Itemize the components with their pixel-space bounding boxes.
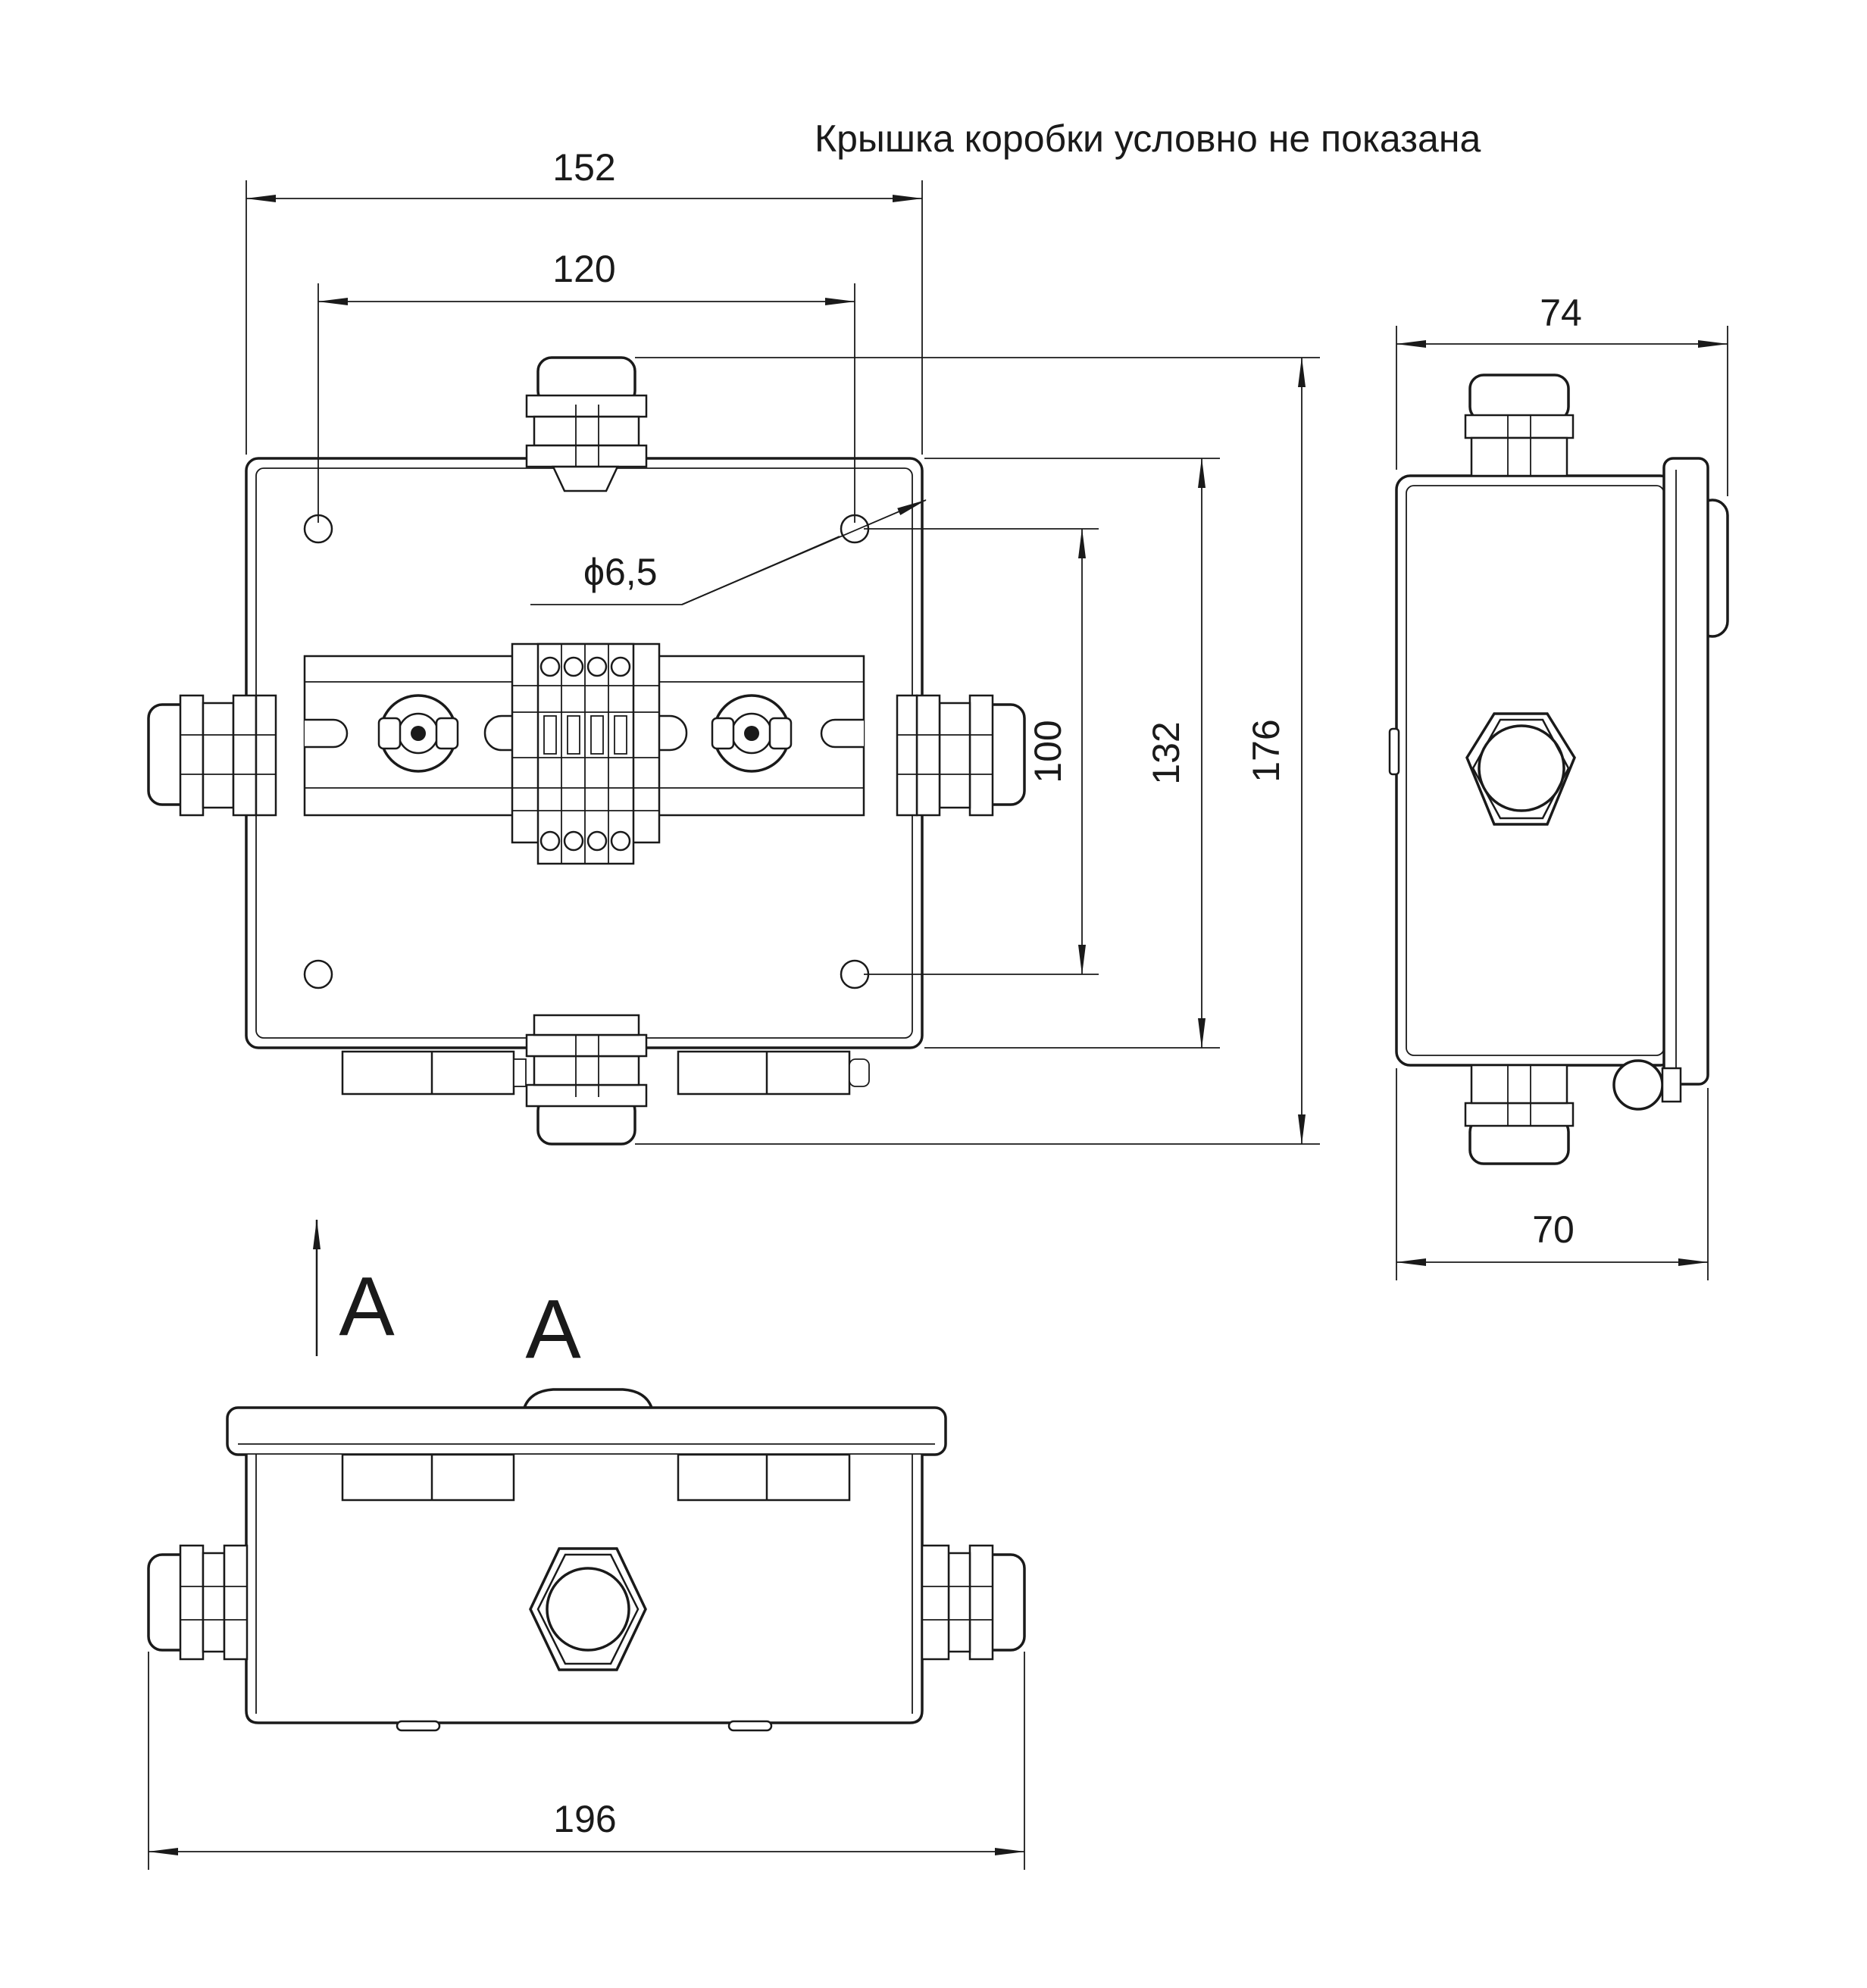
side-hinge: [1612, 1059, 1664, 1111]
bottom-bracket-left: [341, 1453, 515, 1502]
view-a-labels: А А: [313, 1219, 581, 1376]
cable-gland-left: [147, 694, 277, 817]
bottom-hex-gland: [529, 1547, 647, 1671]
mounting-hole-bottom-left: [303, 959, 333, 989]
dim-120: 120: [552, 248, 615, 290]
front-dimensions: 152 120 ϕ6,5 100 132 176: [245, 146, 1320, 1145]
view-arrow-letter: А: [339, 1260, 395, 1353]
rail-screw-left: [377, 694, 459, 773]
dim-hole-diameter: ϕ6,5: [583, 551, 658, 593]
drawing-note: Крышка коробки условно не показана: [815, 117, 1481, 160]
bottom-view: [147, 1388, 1026, 1732]
terminal-block: [511, 642, 661, 865]
side-dimensions: 74 70: [1396, 292, 1728, 1280]
view-title-letter: А: [525, 1283, 581, 1376]
cable-gland-right: [896, 694, 1026, 817]
mounting-bracket-left: [341, 1050, 527, 1096]
side-gland-top: [1464, 374, 1575, 477]
dim-70: 70: [1532, 1208, 1575, 1251]
bottom-cover: [226, 1406, 947, 1456]
bottom-dimensions: 196: [148, 1652, 1025, 1870]
dim-196: 196: [553, 1798, 616, 1840]
dim-132: 132: [1145, 721, 1187, 784]
rail-screw-right: [711, 694, 793, 773]
bottom-gland-right: [921, 1544, 1026, 1661]
dim-152: 152: [552, 146, 615, 189]
cable-gland-bottom: [525, 1014, 648, 1146]
dim-176: 176: [1245, 719, 1287, 782]
bottom-bracket-right: [677, 1453, 851, 1502]
front-view: [147, 356, 1026, 1146]
side-gland-bottom: [1464, 1064, 1575, 1165]
cable-gland-top: [525, 356, 648, 492]
side-cover: [1662, 457, 1709, 1086]
dim-74: 74: [1540, 292, 1582, 334]
bottom-gland-left: [147, 1544, 249, 1661]
side-hex-gland: [1465, 712, 1576, 826]
side-view: [1388, 374, 1729, 1165]
mounting-bracket-right: [677, 1050, 870, 1096]
dim-100: 100: [1027, 720, 1069, 783]
